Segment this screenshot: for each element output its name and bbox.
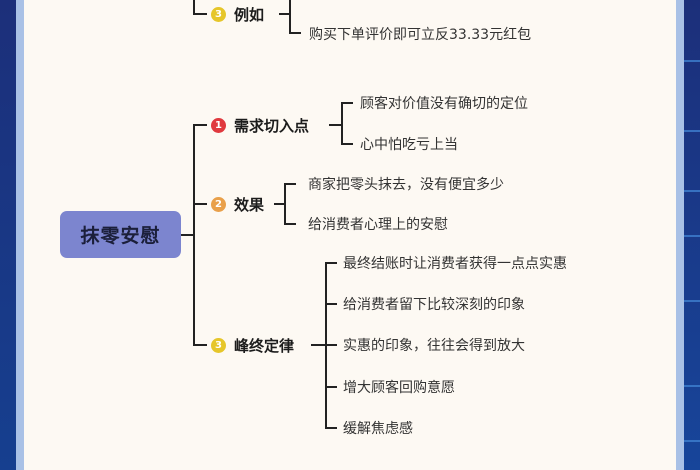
leaf-effect-1: 商家把零头抹去，没有便宜多少 xyxy=(308,177,504,193)
right-circuit-border xyxy=(684,0,700,470)
leaf-demand-2: 心中怕吃亏上当 xyxy=(360,137,458,153)
leaf-peak-2: 给消费者留下比较深刻的印象 xyxy=(343,297,525,313)
leaf-effect-2: 给消费者心理上的安慰 xyxy=(308,217,448,233)
branch-demand-entry[interactable]: 1 需求切入点 xyxy=(211,115,309,136)
number-2-badge-icon: 2 xyxy=(211,197,226,212)
leaf-peak-4: 增大顾客回购意愿 xyxy=(343,380,455,396)
branch-label: 需求切入点 xyxy=(234,117,310,135)
branch-label: 峰终定律 xyxy=(234,337,295,355)
mindmap-canvas: 3 例如 … 购买下单评价即可立反33.33元红包 抹零安慰 1 需求切入点 顾… xyxy=(24,0,676,470)
leaf-example-red-packet: 购买下单评价即可立反33.33元红包 xyxy=(309,27,532,43)
right-border-edge xyxy=(676,0,684,470)
branch-effect[interactable]: 2 效果 xyxy=(211,194,264,215)
number-3-badge-icon: 3 xyxy=(211,7,226,22)
root-node[interactable]: 抹零安慰 xyxy=(60,211,181,258)
branch-example: 3 例如 xyxy=(211,4,264,25)
leaf-peak-1: 最终结账时让消费者获得一点点实惠 xyxy=(343,256,567,272)
leaf-demand-1: 顾客对价值没有确切的定位 xyxy=(360,96,528,112)
branch-label: 效果 xyxy=(234,196,265,214)
leaf-peak-3: 实惠的印象，往往会得到放大 xyxy=(343,338,525,354)
leaf-peak-5: 缓解焦虑感 xyxy=(343,421,413,437)
left-border-edge xyxy=(16,0,24,470)
branch-label: 例如 xyxy=(234,6,265,24)
leaf-example-partial: … xyxy=(305,0,319,4)
number-1-badge-icon: 1 xyxy=(211,118,226,133)
number-3-badge-icon: 3 xyxy=(211,338,226,353)
branch-peak-end-rule[interactable]: 3 峰终定律 xyxy=(211,335,294,356)
left-blue-border xyxy=(0,0,16,470)
